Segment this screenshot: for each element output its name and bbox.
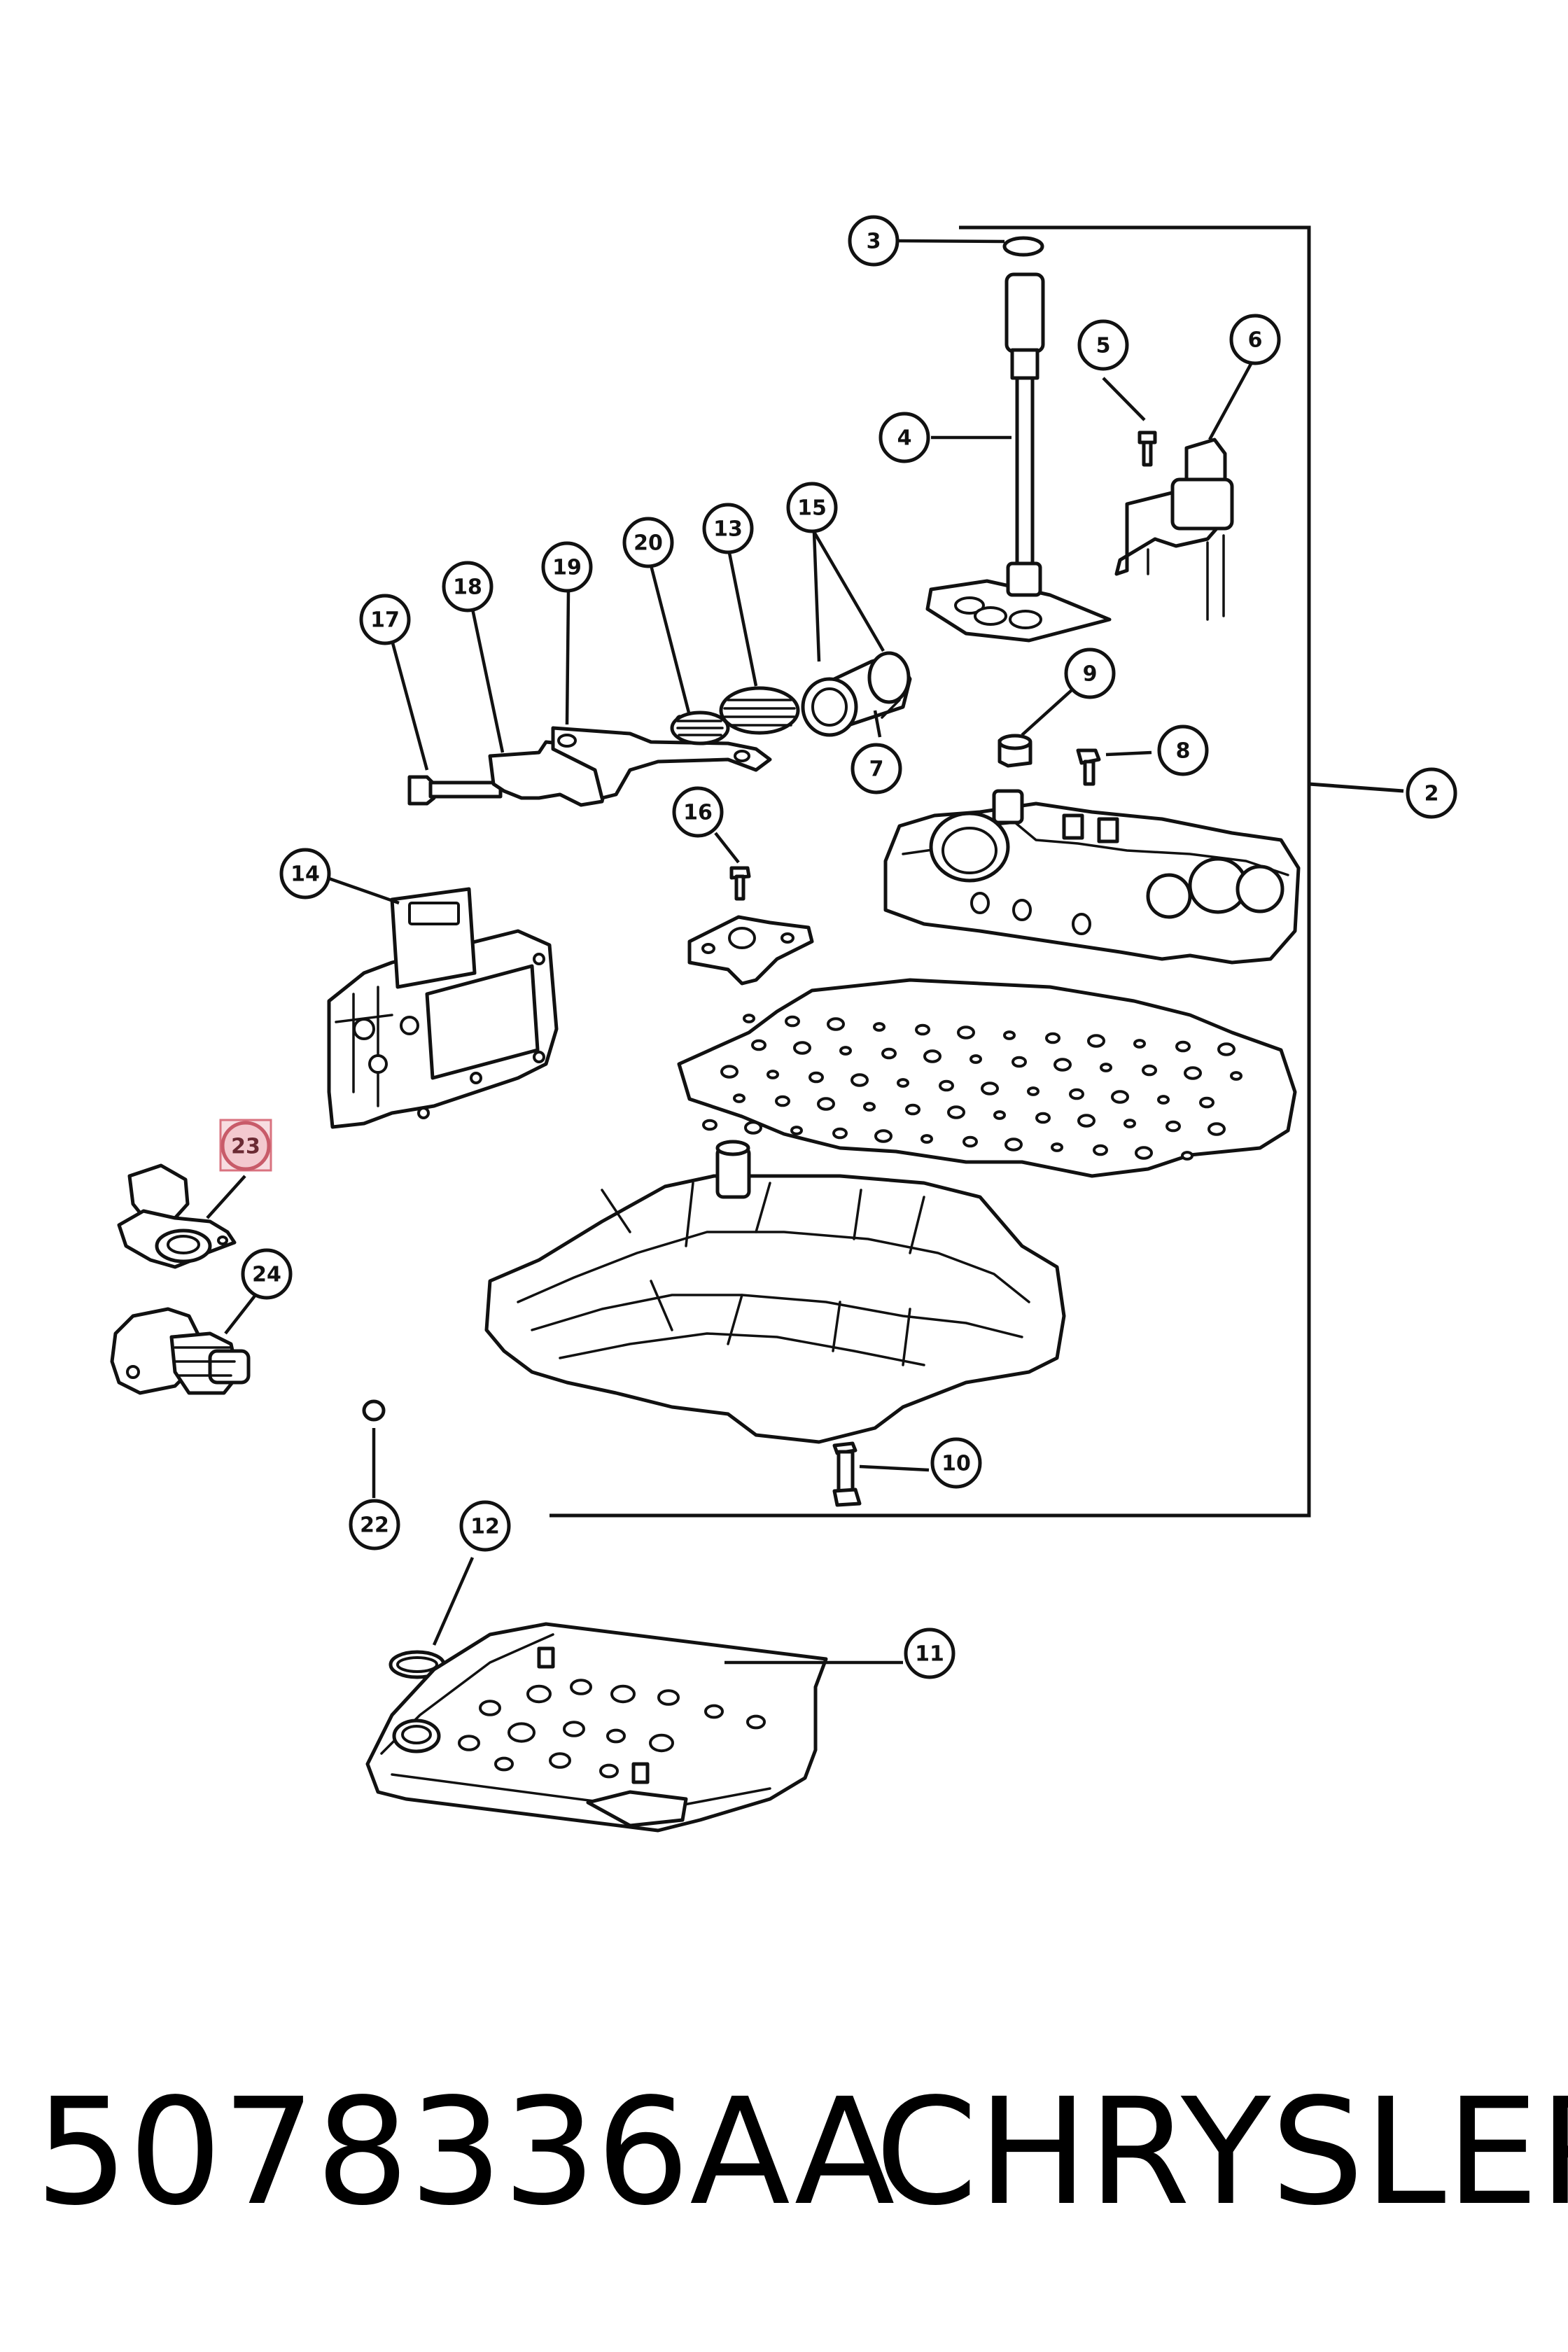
- separator-plate-part: [677, 978, 1297, 1178]
- part-number-label: 5078336AA: [35, 2066, 895, 2238]
- callout-18[interactable]: 18: [442, 561, 493, 612]
- callout-circle: [442, 561, 493, 612]
- callout-label: 4: [897, 426, 912, 451]
- callout-5[interactable]: 5: [1077, 319, 1129, 371]
- callout-circle: [878, 412, 930, 463]
- seal-ring-part: [1002, 236, 1044, 257]
- cap-part: [997, 734, 1032, 768]
- callout-4[interactable]: 4: [878, 412, 930, 463]
- speed-sensor-part-23: [117, 1163, 237, 1269]
- callout-13[interactable]: 13: [702, 503, 754, 554]
- callout-2[interactable]: 2: [1406, 767, 1457, 819]
- callout-circle: [359, 594, 411, 645]
- callout-circle: [672, 786, 724, 838]
- assembly-bracket: [550, 225, 1404, 1518]
- callout-label: 24: [252, 1263, 281, 1287]
- callout-label: 6: [1248, 328, 1263, 353]
- callout-10[interactable]: 10: [930, 1437, 982, 1489]
- callout-circle: [1229, 314, 1281, 365]
- callout-label: 2: [1424, 782, 1439, 806]
- callout-circle: [702, 503, 754, 554]
- screw-part-16: [729, 866, 751, 901]
- leader-lines: [206, 239, 1252, 1665]
- callout-circle: [848, 215, 899, 267]
- callout-label: 8: [1176, 739, 1191, 764]
- callout-label: 18: [453, 575, 482, 600]
- callout-circle: [1064, 648, 1116, 699]
- callout-circle: [1406, 767, 1457, 819]
- callout-label: 15: [797, 496, 827, 521]
- callout-label: 17: [370, 608, 400, 633]
- callout-9[interactable]: 9: [1064, 648, 1116, 699]
- callout-circle: [1157, 724, 1209, 776]
- oil-filter-part: [365, 1622, 828, 1833]
- callout-label: 7: [869, 757, 884, 782]
- callout-label: 16: [683, 801, 713, 825]
- callout-label: 14: [290, 862, 320, 887]
- callout-label: 12: [470, 1515, 500, 1539]
- callout-19[interactable]: 19: [541, 541, 593, 593]
- small-plate-part: [687, 915, 814, 986]
- callout-circle: [1077, 319, 1129, 371]
- callout-12[interactable]: 12: [459, 1500, 511, 1552]
- sensor-assembly-part: [1114, 430, 1234, 621]
- callout-label: 11: [915, 1642, 944, 1667]
- check-ball-part: [362, 1399, 386, 1422]
- callout-16[interactable]: 16: [672, 786, 724, 838]
- spring-part-20: [670, 710, 730, 746]
- callout-circle: [904, 1628, 955, 1679]
- callout-22[interactable]: 22: [349, 1499, 400, 1550]
- callout-6[interactable]: 6: [1229, 314, 1281, 365]
- callout-circle: [459, 1500, 511, 1552]
- callout-circle: [349, 1499, 400, 1550]
- solenoid-block-part: [327, 887, 559, 1129]
- spring-part-13: [719, 686, 800, 735]
- callout-14[interactable]: 14: [279, 848, 331, 899]
- valve-body-lower-part: [484, 1140, 1066, 1444]
- callout-label: 13: [713, 517, 743, 542]
- callout-label: 10: [941, 1452, 971, 1476]
- callout-label: 20: [634, 531, 663, 556]
- callout-label: 23: [231, 1135, 260, 1159]
- callout-24[interactable]: 24: [241, 1248, 293, 1300]
- solenoid-part-24: [110, 1307, 251, 1395]
- callout-11[interactable]: 11: [904, 1628, 955, 1679]
- manual-shaft-part: [925, 272, 1112, 643]
- bolt-part-10: [832, 1441, 862, 1507]
- callout-label: 5: [1096, 334, 1111, 358]
- piston-sleeve-part: [801, 651, 912, 737]
- callout-23[interactable]: 23: [220, 1121, 271, 1171]
- callout-circle: [279, 848, 331, 899]
- callout-circle: [541, 541, 593, 593]
- callout-17[interactable]: 17: [359, 594, 411, 645]
- callout-label: 22: [360, 1513, 389, 1538]
- callout-circle: [241, 1248, 293, 1300]
- callout-20[interactable]: 20: [622, 517, 674, 568]
- callout-label: 9: [1083, 662, 1098, 687]
- callout-circle: [622, 517, 674, 568]
- brand-label: CHRYSLER: [875, 2066, 1568, 2238]
- small-bolt-part-8: [1076, 748, 1101, 786]
- callout-circle: [850, 743, 902, 794]
- callout-circle: [930, 1437, 982, 1489]
- callout-8[interactable]: 8: [1157, 724, 1209, 776]
- callout-label: 3: [867, 230, 881, 254]
- callout-15[interactable]: 15: [786, 482, 838, 533]
- callout-circle: [786, 482, 838, 533]
- valve-body-upper-part: [883, 789, 1301, 965]
- callout-label: 19: [552, 556, 582, 580]
- callout-circle: [220, 1121, 271, 1171]
- callout-7[interactable]: 7: [850, 743, 902, 794]
- callout-3[interactable]: 3: [848, 215, 899, 267]
- bolt-and-bracket-part: [407, 726, 772, 807]
